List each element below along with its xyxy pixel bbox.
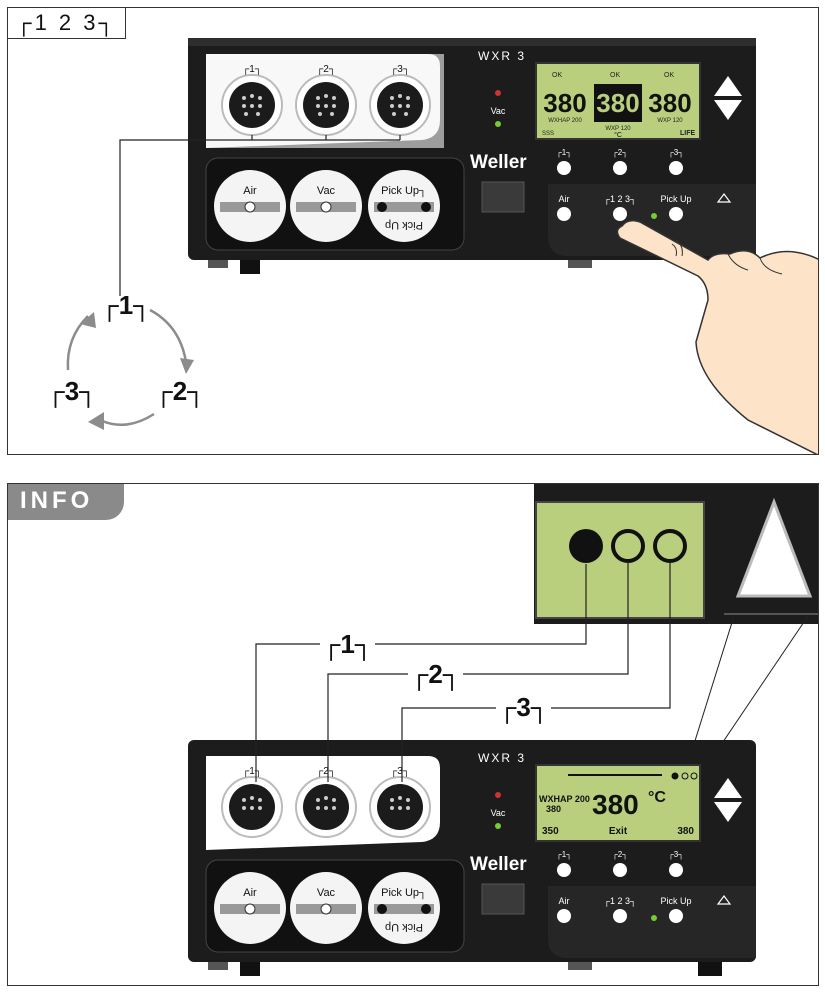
pickup-button-label: Pick Up (660, 896, 691, 906)
vac-led-label: Vac (491, 106, 506, 116)
channel-button-label-2: ┌2┐ (612, 148, 628, 158)
status-1: OK (552, 72, 562, 79)
air-knob-label: Air (243, 185, 257, 197)
pickup-knob-flipped-label: Pick Up (385, 921, 423, 933)
unit-label: °C (614, 131, 622, 139)
bottom-knobs (214, 872, 440, 944)
tool-channel-1: WXHAP 200 (548, 118, 582, 124)
info-panel: ┌1┐ ┌2┐ ┌3┐ Air Vac Pick Up┐ Pick Up WXR… (7, 483, 819, 986)
pickup-button-label: Pick Up (660, 194, 691, 204)
footer-left: SSS (542, 131, 554, 137)
red-led-icon (495, 90, 501, 96)
status-3: OK (664, 72, 674, 79)
brand-logo: Weller (470, 152, 527, 173)
port-connectors (221, 776, 431, 838)
channel-button-label-3: ┌3┐ (668, 850, 684, 860)
pointing-hand-icon (616, 219, 818, 454)
channel-button-label-3: ┌3┐ (668, 148, 684, 158)
zoom-inset (534, 484, 818, 624)
tool-temp: 380 (546, 804, 561, 814)
channel-button-label-2: ┌2┐ (612, 850, 628, 860)
pickup-knob-flipped-label: Pick Up (385, 219, 423, 231)
air-button-label: Air (559, 194, 570, 204)
temp-channel-3: 380 (648, 88, 691, 118)
air-knob-label: Air (243, 887, 257, 899)
callout-label-1: ┌1┐ (320, 629, 376, 660)
tool-channel-2: WXP 120 (605, 126, 631, 132)
info-tag: INFO (8, 484, 124, 520)
green-led-icon (495, 823, 501, 829)
brand-logo: Weller (470, 854, 527, 875)
footer-exit: Exit (609, 826, 628, 837)
model-label: WXR 3 (478, 751, 526, 765)
cycle-label-1: ┌1┐ (100, 290, 151, 322)
pickup-knob-label: Pick Up┐ (381, 887, 427, 900)
up-down-arrows-icon[interactable] (714, 778, 742, 822)
esd-warning-icon (716, 193, 732, 203)
tool-name: WXHAP 200 (539, 794, 590, 804)
port-connectors (221, 74, 431, 136)
select-button-label: ┌1 2 3┐ (604, 896, 637, 907)
bottom-knobs (214, 170, 440, 242)
channel-button-label-1: ┌1┐ (556, 148, 572, 158)
port-label-2: ┌2┐ (316, 766, 336, 777)
pickup-knob-label: Pick Up┐ (381, 185, 427, 198)
main-temp: 380 (592, 789, 639, 820)
cycle-label-2: ┌2┐ (154, 376, 205, 408)
temp-channel-2: 380 (596, 88, 639, 118)
status-2: OK (610, 72, 620, 79)
tool-channel-3: WXP 120 (657, 118, 683, 124)
green-led-icon (495, 121, 501, 127)
port-label-1: ┌1┐ (242, 766, 262, 777)
model-label: WXR 3 (478, 49, 526, 63)
select-button-label: ┌1 2 3┐ (604, 194, 637, 205)
lcd-display: OK OK OK 380 380 380 WXHAP 200 WXP 120 W… (535, 62, 701, 140)
vac-knob-label: Vac (317, 185, 336, 197)
device-illustration-2: ┌1┐ ┌2┐ ┌3┐ Air Vac Pick Up┐ Pick Up WXR… (188, 484, 818, 976)
cycle-arrows (66, 308, 188, 427)
unit-label: °C (648, 789, 666, 806)
select-channel-tag: ┌1 2 3┐ (8, 8, 127, 39)
air-button-label: Air (559, 896, 570, 906)
channel-indicator-3 (690, 772, 698, 780)
channel-button-label-1: ┌1┐ (556, 850, 572, 860)
connector-lines (119, 135, 401, 296)
temp-channel-1: 380 (543, 88, 586, 118)
channel-buttons[interactable] (557, 863, 683, 923)
red-led-icon (495, 792, 501, 798)
cycle-arrowheads (80, 312, 194, 430)
port-label-1: ┌1┐ (242, 64, 262, 75)
port-label-3: ┌3┐ (390, 766, 410, 777)
callout-label-2: ┌2┐ (408, 659, 464, 690)
footer-left: 350 (542, 826, 559, 837)
cycle-diagram-panel: ┌1 2 3┐ (7, 7, 819, 455)
up-down-arrows-icon[interactable] (714, 76, 742, 120)
vac-knob-label: Vac (317, 887, 336, 899)
callout-label-3: ┌3┐ (496, 692, 552, 723)
footer-right: LIFE (680, 130, 695, 137)
esd-warning-icon (716, 895, 732, 905)
footer-right: 380 (677, 826, 694, 837)
port-label-2: ┌2┐ (316, 64, 336, 75)
vac-led-label: Vac (491, 808, 506, 818)
cycle-label-3: ┌3┐ (46, 376, 97, 408)
lcd-display: WXHAP 200 380 380 °C 350 Exit 380 (535, 764, 701, 842)
channel-buttons[interactable] (557, 161, 683, 221)
channel-indicator-2 (681, 772, 689, 780)
port-label-3: ┌3┐ (390, 64, 410, 75)
device-illustration-1: ┌1┐ ┌2┐ ┌3┐ Air Vac Pick Up┐ Pick Up WXR… (46, 38, 818, 454)
channel-indicator-1 (671, 772, 679, 780)
